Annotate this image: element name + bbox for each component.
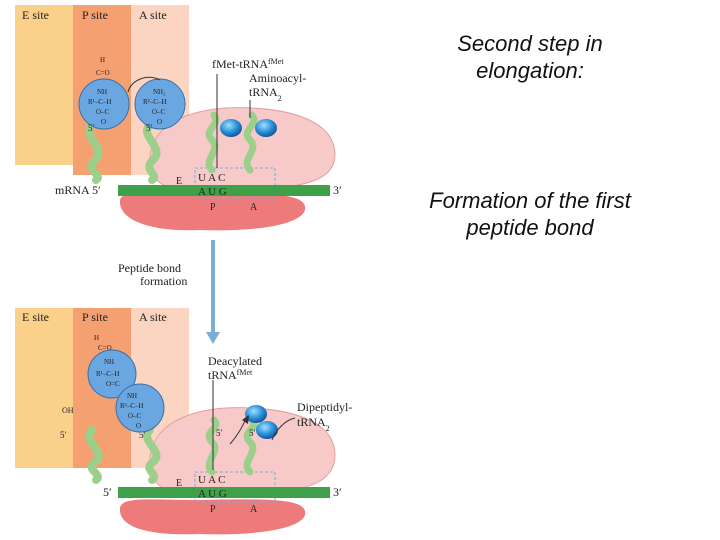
arrow-head xyxy=(206,332,220,344)
trna-in-p-site-bottom xyxy=(205,416,220,476)
curved-arrow-top xyxy=(127,76,161,93)
deacylated-label-2: tRNAfMet xyxy=(208,368,253,383)
aminoacyl-label-2: tRNA2 xyxy=(249,85,282,103)
e-site-label: E site xyxy=(22,8,49,22)
mrna-strand-bottom xyxy=(118,487,330,498)
arrow-label-1: Peptide bond xyxy=(118,261,181,275)
chem-d-8: O–C xyxy=(128,412,142,420)
mrna-3prime-label: 3′ xyxy=(333,183,342,197)
dipeptide-molecule-circle-1 xyxy=(87,349,137,399)
codon-box xyxy=(194,167,276,199)
five-prime-ribo-p: 5′ xyxy=(216,428,223,438)
fmet-molecule-circle xyxy=(78,78,130,130)
dipeptide-ball-2 xyxy=(256,421,278,439)
oh-label: OH xyxy=(62,406,74,415)
chem-a-4: O xyxy=(157,118,162,126)
chem-p-6: O xyxy=(101,118,106,126)
five-prime-a: 5′ xyxy=(146,123,153,133)
a-site-label-bottom: A site xyxy=(139,310,167,324)
slide-subtitle: Formation of the first peptide bond xyxy=(429,188,631,240)
chem-d-4: R¹–C–H xyxy=(96,370,120,378)
dipeptide-ball-1 xyxy=(245,405,267,423)
chem-d-7: R²–C–H xyxy=(120,402,144,410)
trna-column-p-bottom xyxy=(85,426,103,484)
aminoacyl-label-1: Aminoacyl- xyxy=(249,71,306,85)
e-site-column xyxy=(15,5,73,165)
dipeptide-molecule-circle-2 xyxy=(115,383,165,433)
mrna-label: mRNA 5′ xyxy=(55,183,101,197)
anticodon-label: U A C xyxy=(198,172,226,184)
chem-d-1: H xyxy=(94,334,99,342)
chem-p-4: R¹–C–H xyxy=(88,98,112,106)
five-prime-p: 5′ xyxy=(88,123,95,133)
ribosome-small-subunit xyxy=(119,193,306,231)
ribosome-a-label: A xyxy=(250,202,258,213)
chem-d-2: C=O xyxy=(98,344,112,352)
translation-diagram: E site P site A site mRNA 5′ 3′ U A C A … xyxy=(15,5,352,535)
top-panel: E site P site A site mRNA 5′ 3′ U A C A … xyxy=(15,5,342,231)
five-prime-a-bottom: 5′ xyxy=(139,430,146,440)
mrna-strand xyxy=(118,185,330,196)
slide-title: Second step in elongation: xyxy=(457,31,603,83)
transition-arrow: Peptide bond formation xyxy=(118,240,220,344)
chem-d-5: O=C xyxy=(106,380,120,388)
deacylated-label-1: Deacylated xyxy=(208,354,262,368)
trna-column-a-bottom xyxy=(143,426,161,484)
chem-d-9: O xyxy=(136,422,141,430)
aminoacyl-molecule-circle xyxy=(134,78,186,130)
a-site-label: A site xyxy=(139,8,167,22)
ribosome-small-subunit-bottom xyxy=(119,499,306,535)
chem-d-3: NH xyxy=(104,358,114,366)
chem-p-3: NH xyxy=(97,88,107,96)
arrow-label-2: formation xyxy=(140,274,187,288)
five-prime-ribo-a: 5′ xyxy=(249,428,256,438)
e-site-label-bottom: E site xyxy=(22,310,49,324)
e-site-column-bottom xyxy=(15,308,73,468)
codon-label: A U G xyxy=(198,186,227,198)
amino-acid-ball-a xyxy=(255,119,277,137)
trna-in-a-site-bottom xyxy=(243,416,258,476)
fmet-trna-label: fMet-tRNAfMet xyxy=(212,57,284,72)
bottom-panel: E site P site A site 5′ 3′ U A C A U G E… xyxy=(15,308,352,535)
trna-in-p-site xyxy=(205,111,220,174)
chem-p-1: H xyxy=(100,56,105,64)
codon-label-bottom: A U G xyxy=(198,488,227,500)
trna-column-a xyxy=(143,121,161,184)
pointer-dipeptidyl xyxy=(271,417,296,441)
chem-d-6: NH xyxy=(127,392,137,400)
ribosome-a-label-bottom: A xyxy=(250,504,258,515)
trna-column-p xyxy=(85,121,103,184)
chem-a-3: O–C xyxy=(152,108,166,116)
chem-p-2: C=O xyxy=(96,69,110,77)
chem-a-1: NH₂ xyxy=(153,88,166,96)
mrna-3prime-label-bottom: 3′ xyxy=(333,485,342,499)
p-site-label: P site xyxy=(82,8,108,22)
dipeptidyl-label-1: Dipeptidyl- xyxy=(297,400,352,414)
ribosome-p-label: P xyxy=(210,202,216,213)
ribosome-e-label: E xyxy=(176,176,182,187)
anticodon-label-bottom: U A C xyxy=(198,474,226,486)
ribosome-p-label-bottom: P xyxy=(210,504,216,515)
dipeptidyl-label-2: tRNA2 xyxy=(297,415,330,433)
curved-arrow-bottom-head xyxy=(242,415,249,424)
mrna-label-bottom: 5′ xyxy=(103,485,112,499)
ribosome-e-label-bottom: E xyxy=(176,478,182,489)
trna-in-a-site xyxy=(243,111,258,174)
chem-p-5: O–C xyxy=(96,108,110,116)
five-prime-p-bottom: 5′ xyxy=(60,430,67,440)
chem-a-2: R²–C–H xyxy=(143,98,167,106)
p-site-label-bottom: P site xyxy=(82,310,108,324)
amino-acid-ball-p xyxy=(220,119,242,137)
